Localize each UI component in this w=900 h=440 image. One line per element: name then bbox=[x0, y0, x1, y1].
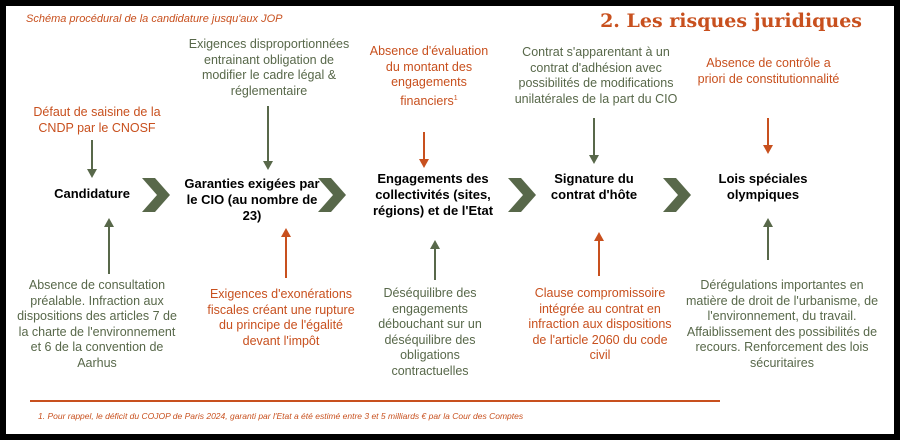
step-3-box: Engagements des collectivités (sites, ré… bbox=[372, 171, 494, 218]
step-5-top-note: Absence de contrôle a priori de constitu… bbox=[697, 56, 840, 86]
step-1-box: Candidature bbox=[54, 186, 130, 201]
step-2-top-note: Exigences disproportionnées entrainant o… bbox=[188, 37, 350, 98]
arrow-up-icon bbox=[104, 218, 114, 274]
arrow-down-icon bbox=[589, 118, 599, 164]
arrow-down-icon bbox=[263, 106, 273, 170]
chevron-right-icon bbox=[663, 178, 691, 212]
chevron-right-icon bbox=[318, 178, 346, 212]
chevron-right-icon bbox=[142, 178, 170, 212]
slide-title: 2. Les risques juridiques bbox=[600, 10, 862, 32]
step-2-box: Garanties exigées par le CIO (au nombre … bbox=[184, 176, 320, 223]
arrow-up-icon bbox=[281, 228, 291, 278]
step-3-top-note: Absence d'évaluation du montant des enga… bbox=[369, 44, 489, 109]
arrow-down-icon bbox=[87, 140, 97, 178]
step-1-bottom-note: Absence de consultation préalable. Infra… bbox=[17, 278, 177, 370]
arrow-down-icon bbox=[419, 132, 429, 168]
step-4-top-note: Contrat s'apparentant à un contrat d'adh… bbox=[514, 45, 678, 106]
step-4-box: Signature du contrat d'hôte bbox=[550, 171, 638, 202]
step-5-bottom-note: Dérégulations importantes en matière de … bbox=[685, 278, 879, 370]
footnote-divider bbox=[30, 400, 720, 402]
chevron-right-icon bbox=[508, 178, 536, 212]
slide: Schéma procédural de la candidature jusq… bbox=[6, 6, 894, 434]
arrow-up-icon bbox=[763, 218, 773, 260]
step-3-top-note-text: Absence d'évaluation du montant des enga… bbox=[369, 44, 489, 108]
footnote: 1. Pour rappel, le déficit du COJOP de P… bbox=[38, 411, 524, 421]
step-4-bottom-note: Clause compromissoire intégrée au contra… bbox=[528, 286, 672, 362]
step-2-bottom-note: Exigences d'exonérations fiscales créant… bbox=[207, 287, 355, 348]
step-1-top-note: Défaut de saisine de la CNDP par le CNOS… bbox=[33, 105, 161, 135]
footnote-ref: 1 bbox=[453, 94, 458, 102]
arrow-up-icon bbox=[594, 232, 604, 276]
step-5-box: Lois spéciales olympiques bbox=[718, 171, 808, 202]
arrow-down-icon bbox=[763, 118, 773, 154]
step-3-bottom-note: Déséquilibre des engagements débouchant … bbox=[378, 286, 482, 378]
arrow-up-icon bbox=[430, 240, 440, 280]
slide-subtitle: Schéma procédural de la candidature jusq… bbox=[26, 13, 283, 25]
